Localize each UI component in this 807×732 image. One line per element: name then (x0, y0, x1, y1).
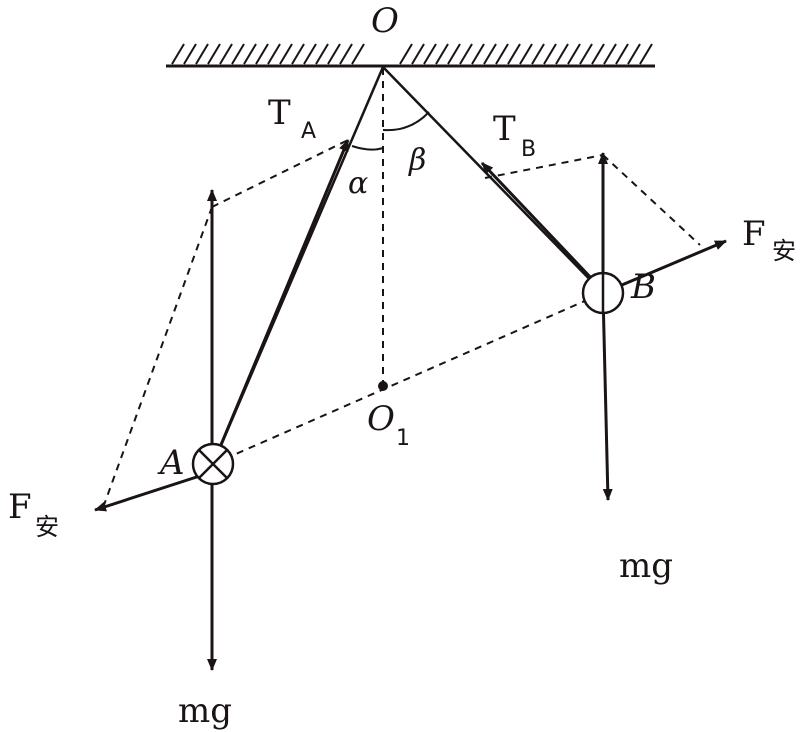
parallelogram-a-left (103, 206, 213, 506)
label-tension-a: T (268, 93, 291, 133)
construction-lines (103, 68, 701, 506)
tension-a-arrow (211, 139, 350, 465)
label-gravity-b: mg (619, 546, 673, 586)
label-force-left: F (8, 487, 32, 527)
label-point-a: A (157, 443, 185, 483)
label-angle-alpha: α (348, 166, 368, 201)
conductor-b (581, 271, 625, 315)
angle-beta-arc (382, 111, 430, 132)
conductor-a (191, 442, 235, 486)
label-tension-a-sub: A (301, 119, 316, 144)
gravity-b-arrow (601, 292, 613, 501)
angle-alpha-arc (351, 145, 384, 151)
ab-connecting-line (212, 292, 604, 465)
ceiling-hatching (171, 43, 653, 65)
string-ob (382, 66, 604, 294)
label-center-o1-sub: 1 (396, 426, 410, 451)
parallelogram-b-right (602, 154, 701, 246)
ceiling (166, 43, 655, 68)
label-angle-beta: β (408, 143, 426, 178)
angle-arcs (351, 111, 430, 151)
label-force-right-sub: 安 (772, 237, 796, 265)
ampere-force-a-arrow (94, 470, 213, 512)
label-tension-b-sub: B (521, 137, 536, 162)
label-force-right: F (742, 214, 766, 254)
ampere-force-b-arrow (602, 239, 727, 295)
label-tension-b: T (493, 109, 516, 149)
force-arrows (94, 139, 727, 671)
label-center-o1: O (367, 399, 395, 439)
label-gravity-a: mg (178, 691, 232, 731)
center-point-o1 (378, 381, 388, 391)
label-point-b: B (630, 267, 656, 307)
label-force-left-sub: 安 (35, 513, 59, 541)
parallelogram-b-top (484, 154, 604, 179)
label-pivot-o: O (371, 1, 399, 41)
tension-b-arrow (480, 161, 595, 282)
